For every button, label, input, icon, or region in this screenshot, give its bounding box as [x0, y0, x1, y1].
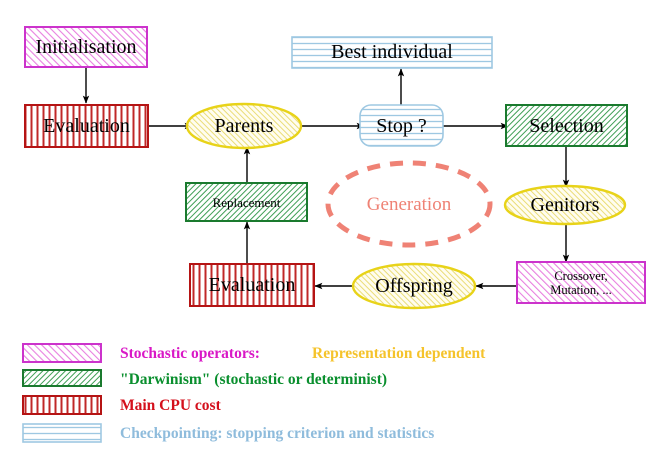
legend-swatch-stochastic: [22, 343, 102, 363]
legend-swatch-cpu: [22, 395, 102, 415]
node-crossover-mutation[interactable]: [516, 261, 646, 304]
node-evaluation-bottom[interactable]: [189, 263, 315, 307]
node-best-individual[interactable]: [291, 36, 493, 69]
legend-swatch-checkpointing: [22, 423, 102, 443]
node-offspring[interactable]: [351, 262, 477, 310]
node-initialisation[interactable]: [24, 26, 148, 68]
legend-swatch-darwinism: [22, 369, 102, 387]
node-genitors[interactable]: [503, 184, 627, 226]
edge-layer: [82, 67, 570, 290]
node-generation: [325, 160, 493, 248]
node-parents[interactable]: [185, 102, 303, 150]
node-evaluation-top[interactable]: [24, 104, 149, 148]
node-stop[interactable]: [359, 104, 444, 147]
node-replacement[interactable]: [185, 182, 308, 222]
legend-swatches: [22, 343, 102, 443]
node-selection[interactable]: [505, 104, 628, 147]
